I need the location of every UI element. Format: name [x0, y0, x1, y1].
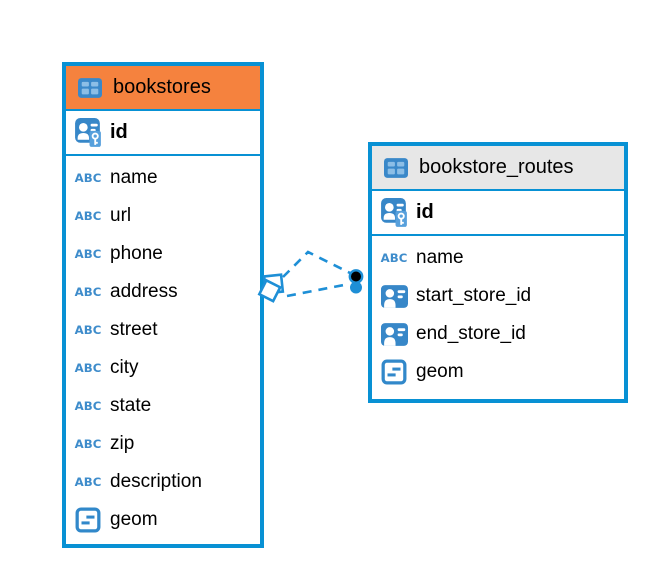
text-type-icon: ABC [74, 323, 102, 337]
column-row-name[interactable]: ABC name [372, 239, 624, 277]
column-list: ABC name start_store_id end_store_id ge [372, 236, 624, 393]
column-row-description[interactable]: ABC description [66, 463, 260, 501]
reference-icon [379, 323, 409, 346]
primary-key-icon [73, 117, 103, 149]
relationship-line [282, 250, 351, 278]
text-type-icon: ABC [74, 247, 102, 261]
column-row-name[interactable]: ABC name [66, 159, 260, 197]
column-row-geom[interactable]: geom [66, 501, 260, 539]
column-row-id[interactable]: id [66, 111, 260, 156]
source-marker-squares [257, 273, 285, 303]
reference-icon [379, 285, 409, 308]
text-type-icon: ABC [380, 251, 408, 265]
table-bookstores[interactable]: bookstores id ABC name ABC url ABC phone… [62, 62, 264, 548]
table-header-bookstores[interactable]: bookstores [66, 66, 260, 111]
table-title: bookstore_routes [419, 156, 574, 178]
geometry-icon [73, 507, 103, 533]
column-row-url[interactable]: ABC url [66, 197, 260, 235]
column-name: url [110, 205, 132, 226]
text-type-icon: ABC [74, 171, 102, 185]
table-bookstore-routes[interactable]: bookstore_routes id ABC name start_store… [368, 142, 628, 403]
text-type-icon: ABC [74, 285, 102, 299]
column-list: ABC name ABC url ABC phone ABC address A… [66, 156, 260, 541]
target-marker-dots [348, 269, 364, 294]
column-name: phone [110, 243, 163, 264]
column-row-zip[interactable]: ABC zip [66, 425, 260, 463]
column-row-street[interactable]: ABC street [66, 311, 260, 349]
table-header-bookstore-routes[interactable]: bookstore_routes [372, 146, 624, 191]
column-name: street [110, 319, 158, 340]
table-icon [75, 78, 105, 98]
column-name: id [110, 121, 128, 143]
column-name: description [110, 471, 202, 492]
column-row-start-store-id[interactable]: start_store_id [372, 277, 624, 315]
table-icon [381, 158, 411, 178]
column-name: geom [416, 361, 464, 382]
table-title: bookstores [113, 76, 211, 98]
column-row-id[interactable]: id [372, 191, 624, 236]
text-type-icon: ABC [74, 361, 102, 375]
column-name: start_store_id [416, 285, 532, 306]
column-name: id [416, 201, 434, 223]
text-type-icon: ABC [74, 437, 102, 451]
geometry-icon [379, 359, 409, 385]
relationship-line [286, 282, 350, 298]
column-name: name [416, 247, 464, 268]
column-name: city [110, 357, 139, 378]
text-type-icon: ABC [74, 475, 102, 489]
column-row-geom[interactable]: geom [372, 353, 624, 391]
column-name: address [110, 281, 178, 302]
column-row-state[interactable]: ABC state [66, 387, 260, 425]
text-type-icon: ABC [74, 399, 102, 413]
column-row-address[interactable]: ABC address [66, 273, 260, 311]
column-row-phone[interactable]: ABC phone [66, 235, 260, 273]
column-name: geom [110, 509, 158, 530]
primary-key-icon [379, 197, 409, 229]
column-name: end_store_id [416, 323, 526, 344]
column-row-city[interactable]: ABC city [66, 349, 260, 387]
relationship-connector[interactable] [253, 238, 378, 323]
text-type-icon: ABC [74, 209, 102, 223]
column-row-end-store-id[interactable]: end_store_id [372, 315, 624, 353]
column-name: zip [110, 433, 135, 454]
column-name: name [110, 167, 158, 188]
column-name: state [110, 395, 152, 416]
